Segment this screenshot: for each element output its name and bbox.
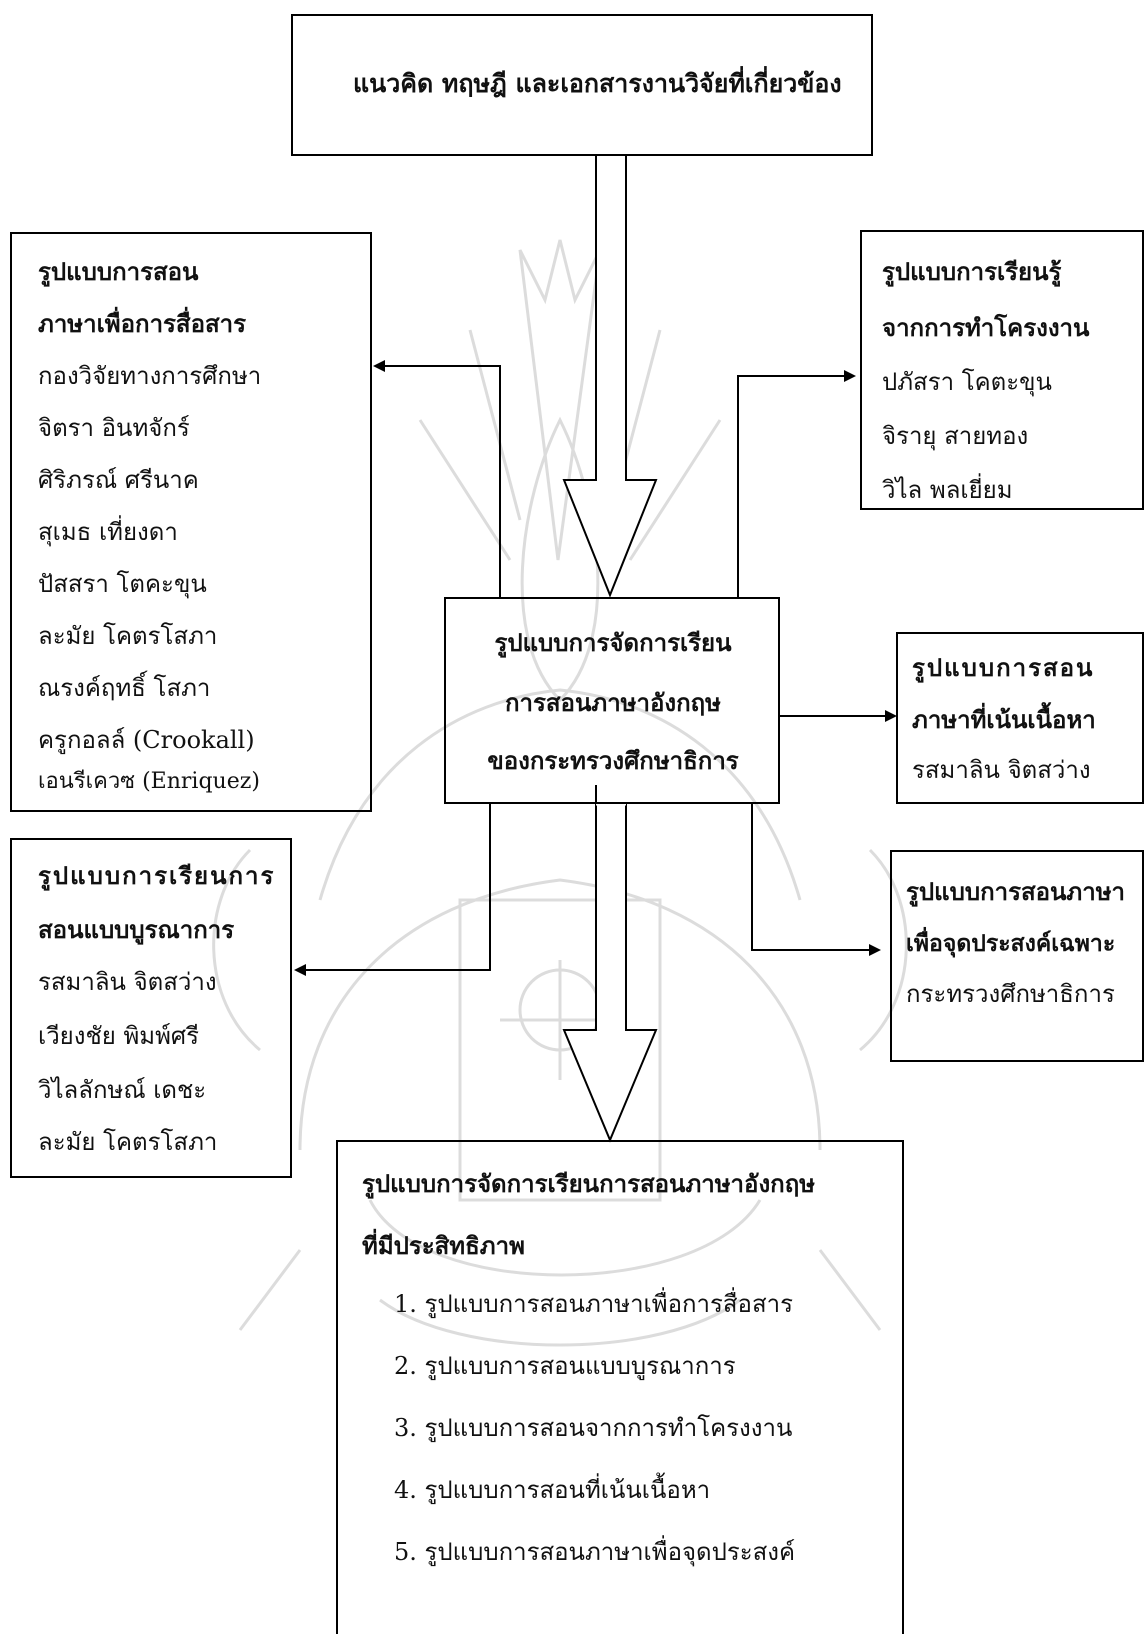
box-heading: ภาษาที่เน้นเนื้อหา xyxy=(912,694,1096,746)
box-heading: รูปแบบการเรียนรู้ xyxy=(882,246,1061,298)
connector-left-2 xyxy=(296,804,490,970)
reference-item: เวียงชัย พิมพ์ศรี xyxy=(38,1010,199,1062)
reference-item: ละมัย โคตรโสภา xyxy=(38,1116,217,1168)
project-based-learning-box: รูปแบบการเรียนรู้ จากการทำโครงงาน ปภัสรา… xyxy=(860,230,1144,510)
reference-item: ณรงค์ฤทธิ์ โสภา xyxy=(38,662,210,714)
reference-item: ปัสสรา โตคะขุน xyxy=(38,558,207,610)
center-line: การสอนภาษาอังกฤษ xyxy=(446,677,780,729)
reference-item: เอนรีเควซ (Enriquez) xyxy=(38,756,260,808)
model-list-item: 5. รูปแบบการสอนภาษาเพื่อจุดประสงค์ xyxy=(394,1526,795,1578)
center-line: รูปแบบการจัดการเรียน xyxy=(446,617,780,669)
connector-right-1 xyxy=(738,376,854,597)
box-heading: รูปแบบการสอนภาษา xyxy=(906,866,1125,918)
reference-item: วิไล พลเยี่ยม xyxy=(882,464,1013,516)
connector-right-3 xyxy=(752,804,879,950)
reference-item: รสมาลิน จิตสว่าง xyxy=(38,956,217,1008)
reference-item: จิรายุ สายทอง xyxy=(882,410,1028,462)
reference-item: จิตรา อินทจักร์ xyxy=(38,402,190,454)
center-line: ของกระทรวงศึกษาธิการ xyxy=(446,735,780,787)
specific-purpose-teaching-box: รูปแบบการสอนภาษา เพื่อจุดประสงค์เฉพาะ กร… xyxy=(890,850,1144,1062)
content-based-teaching-box: รูปแบบการสอน ภาษาที่เน้นเนื้อหา รสมาลิน … xyxy=(896,632,1144,804)
model-list-item: 1. รูปแบบการสอนภาษาเพื่อการสื่อสาร xyxy=(394,1278,793,1330)
box-heading: สอนแบบบูรณาการ xyxy=(38,904,234,956)
communicative-teaching-box: รูปแบบการสอน ภาษาเพื่อการสื่อสาร กองวิจั… xyxy=(10,232,372,812)
reference-item: สุเมธ เที่ยงดา xyxy=(38,506,178,558)
connector-left-1 xyxy=(375,366,500,597)
box-heading: รูปแบบการสอน xyxy=(38,246,198,298)
integrated-teaching-box: รูปแบบการเรียนการ สอนแบบบูรณาการ รสมาลิน… xyxy=(10,838,292,1178)
moe-model-box: รูปแบบการจัดการเรียน การสอนภาษาอังกฤษ ขอ… xyxy=(444,597,780,804)
model-list-item: 3. รูปแบบการสอนจากการทำโครงงาน xyxy=(394,1402,792,1454)
reference-item: ศิริภรณ์ ศรีนาค xyxy=(38,454,199,506)
box-heading: ที่มีประสิทธิภาพ xyxy=(362,1220,525,1272)
reference-item: วิไลลักษณ์ เดชะ xyxy=(38,1064,206,1116)
box-heading: เพื่อจุดประสงค์เฉพาะ xyxy=(906,918,1115,970)
reference-item: ละมัย โคตรโสภา xyxy=(38,610,217,662)
reference-item: กองวิจัยทางการศึกษา xyxy=(38,350,261,402)
box-heading: ภาษาเพื่อการสื่อสาร xyxy=(38,298,246,350)
box-heading: รูปแบบการจัดการเรียนการสอนภาษาอังกฤษ xyxy=(362,1158,815,1210)
model-list-item: 4. รูปแบบการสอนที่เน้นเนื้อหา xyxy=(394,1464,710,1516)
top-concept-title: แนวคิด ทฤษฎี และเอกสารงานวิจัยที่เกี่ยวข… xyxy=(353,58,842,110)
hollow-arrow-bottom xyxy=(564,785,656,1140)
box-heading: รูปแบบการเรียนการ xyxy=(38,850,275,902)
reference-item: ปภัสรา โคตะขุน xyxy=(882,356,1052,408)
hollow-arrow-top xyxy=(564,156,656,595)
effective-model-box: รูปแบบการจัดการเรียนการสอนภาษาอังกฤษ ที่… xyxy=(336,1140,904,1634)
box-heading: จากการทำโครงงาน xyxy=(882,302,1089,354)
reference-item: กระทรวงศึกษาธิการ xyxy=(906,968,1115,1020)
reference-item: รสมาลิน จิตสว่าง xyxy=(912,744,1091,796)
box-heading: รูปแบบการสอน xyxy=(912,642,1094,694)
model-list-item: 2. รูปแบบการสอนแบบบูรณาการ xyxy=(394,1340,736,1392)
top-concept-box: แนวคิด ทฤษฎี และเอกสารงานวิจัยที่เกี่ยวข… xyxy=(291,14,873,156)
